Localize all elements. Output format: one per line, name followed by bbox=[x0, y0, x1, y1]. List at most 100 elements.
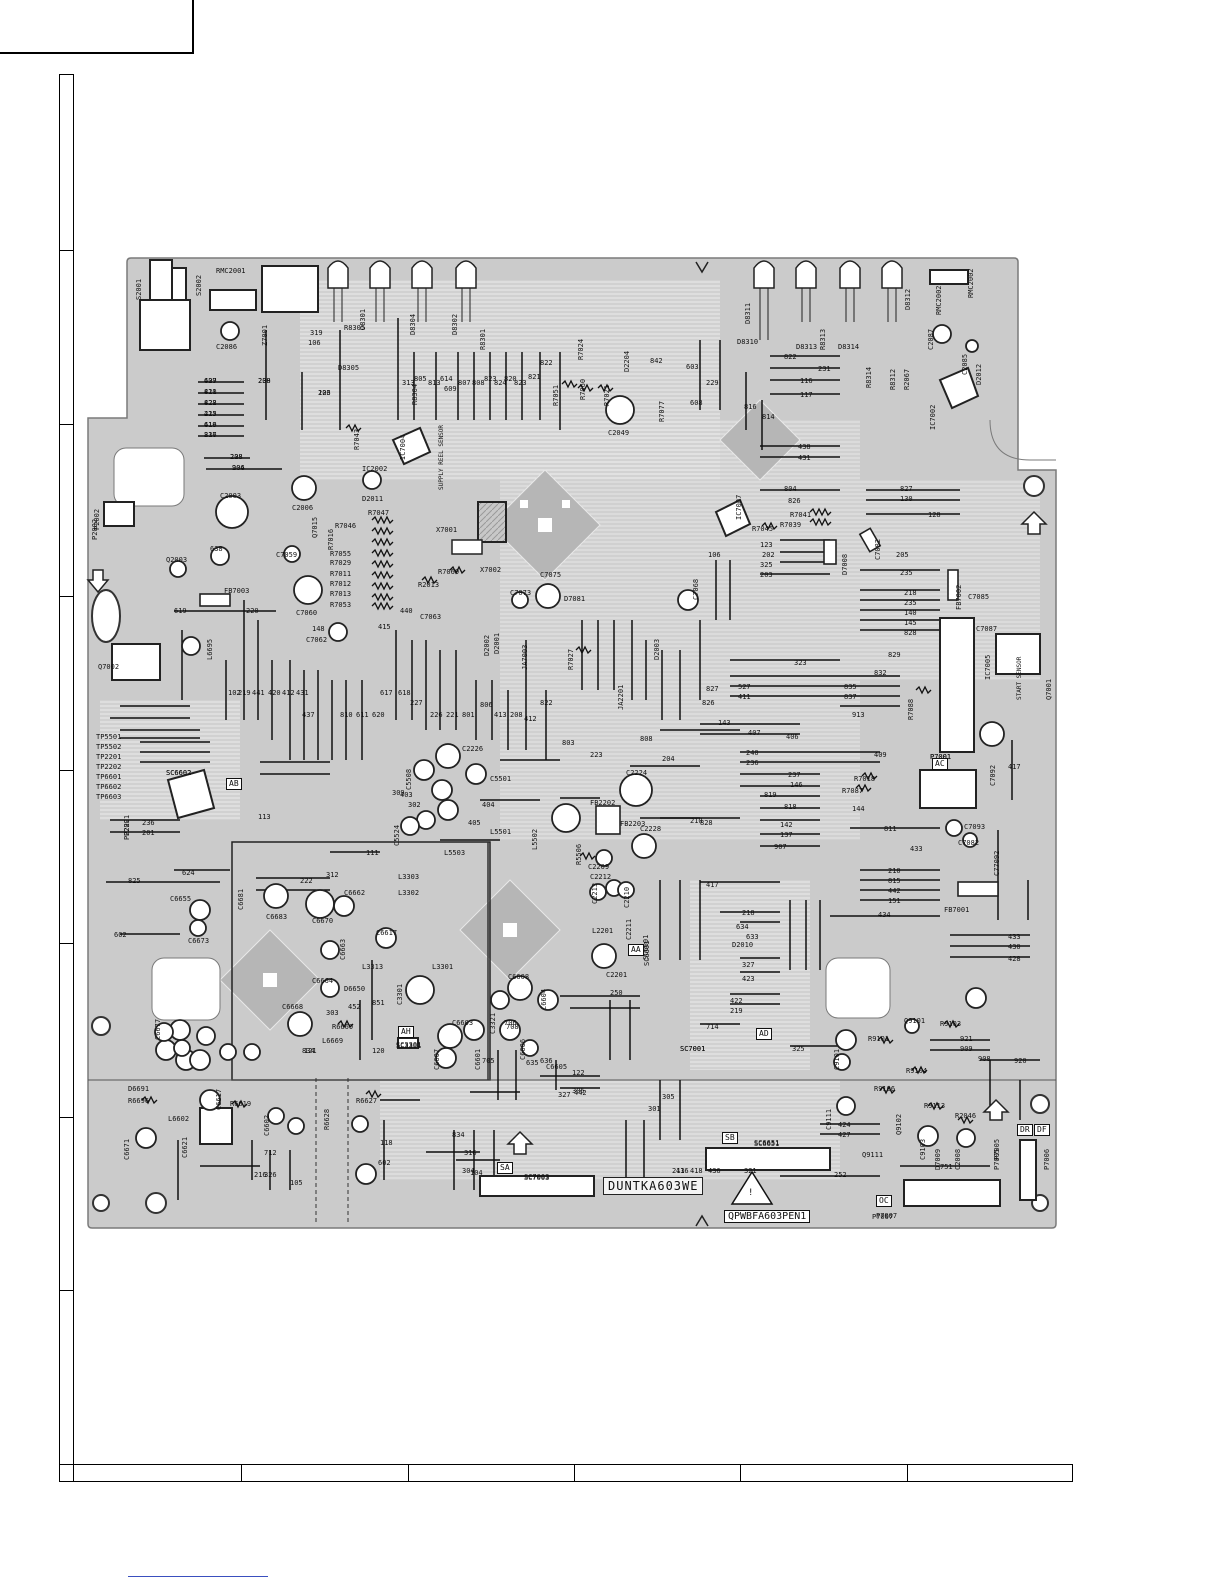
cut-line bbox=[315, 1078, 349, 1224]
component-designator: RMC2002 bbox=[935, 285, 943, 315]
board-notch bbox=[989, 419, 1056, 461]
jumper-number: 202 bbox=[762, 551, 775, 559]
crystal-component bbox=[451, 539, 483, 555]
jumper-number: 616 bbox=[204, 421, 217, 429]
component-designator: R9104 bbox=[906, 1067, 928, 1075]
jumper-number: 430 bbox=[1008, 943, 1021, 951]
jumper-number: 438 bbox=[798, 443, 811, 451]
jumper-number: 137 bbox=[780, 831, 793, 839]
grid-col-tick bbox=[241, 1464, 242, 1482]
component-designator: C7063 bbox=[420, 613, 442, 621]
component-designator: C7075 bbox=[540, 571, 562, 579]
component-designator: R2046 bbox=[955, 1112, 977, 1120]
connector-label: P7005 bbox=[993, 1138, 1001, 1160]
unit-label-ad: AD bbox=[756, 1028, 772, 1040]
component-designator: R7027 bbox=[567, 648, 575, 670]
jumper-number: 304 bbox=[462, 1167, 475, 1175]
jumper-number: 705 bbox=[482, 1057, 495, 1065]
jumper-number: 419 bbox=[204, 421, 217, 429]
jumper-number: 618 bbox=[398, 689, 411, 697]
component-designator: D8312 bbox=[904, 288, 912, 310]
jumper-number: 811 bbox=[884, 825, 897, 833]
jumper-number: 822 bbox=[540, 359, 553, 367]
component-designator: C2086 bbox=[216, 343, 238, 351]
component-designator: C7087 bbox=[976, 625, 998, 633]
jumper-number: 106 bbox=[308, 339, 321, 347]
jumper-number: 319 bbox=[310, 329, 323, 337]
jumper-number: 442 bbox=[574, 1089, 587, 1097]
jumper-wires-vertical bbox=[177, 318, 1029, 1200]
unit-label-oc: OC bbox=[876, 1195, 892, 1207]
component-designator: D8313 bbox=[796, 343, 818, 351]
component-designator: C2226 bbox=[462, 745, 484, 753]
component-designator: L3303 bbox=[398, 873, 420, 881]
cutout bbox=[113, 447, 185, 507]
trace-region bbox=[100, 700, 240, 820]
component-designator: P7001 bbox=[930, 753, 952, 761]
component-designator: R6627 bbox=[356, 1097, 378, 1105]
jumper-number: 235 bbox=[900, 569, 913, 577]
unit-label-dr: DR bbox=[1017, 1124, 1033, 1136]
grid-row-tick bbox=[59, 1117, 74, 1118]
jumper-number: 325 bbox=[760, 561, 773, 569]
resistor-components bbox=[141, 379, 974, 1125]
jumper-number: 832 bbox=[874, 669, 887, 677]
jumper-number: 118 bbox=[380, 1139, 393, 1147]
component-designator: R7069 bbox=[438, 568, 460, 576]
component-designator: R7045 bbox=[752, 525, 774, 533]
component-designator: D2204 bbox=[623, 350, 631, 372]
jumper-number: 821 bbox=[528, 373, 541, 381]
caution-mark-text: ! bbox=[748, 1188, 754, 1198]
jumper-number: 440 bbox=[400, 607, 413, 615]
jumper-number: 302 bbox=[408, 801, 421, 809]
jumper-number: 825 bbox=[128, 877, 141, 885]
alignment-mark bbox=[695, 261, 709, 274]
component-designator: C7093 bbox=[964, 823, 986, 831]
component-designator: R7047 bbox=[368, 509, 390, 517]
jumper-number: 418 bbox=[690, 1167, 703, 1175]
component-designator: R2013 bbox=[418, 581, 440, 589]
component-designator: Q7015 bbox=[311, 516, 319, 538]
jumper-number: 228 bbox=[230, 453, 243, 461]
grid-col-tick bbox=[574, 1464, 575, 1482]
component-designator: C5508 bbox=[405, 768, 413, 790]
jumper-number: 415 bbox=[378, 623, 391, 631]
connector-label: P2002 bbox=[93, 508, 101, 530]
jumper-number: 146 bbox=[790, 781, 803, 789]
component-designator: Q7002 bbox=[98, 663, 120, 671]
component-designator: C6617 bbox=[376, 929, 398, 937]
jumper-number: 219 bbox=[238, 689, 251, 697]
component-designator: C77092 bbox=[993, 850, 1001, 876]
jumper-number: 603 bbox=[686, 363, 699, 371]
component-designator: TP2202 bbox=[96, 763, 122, 771]
jumper-number: 208 bbox=[258, 377, 271, 385]
jumper-number: 116 bbox=[800, 377, 813, 385]
component-designator: D7081 bbox=[564, 595, 586, 603]
jumper-number: 805 bbox=[414, 375, 427, 383]
jumper-number: 828 bbox=[700, 819, 713, 827]
grid-col-tick bbox=[907, 1464, 908, 1482]
jumper-number: 250 bbox=[610, 989, 623, 997]
jumper-number: 413 bbox=[494, 711, 507, 719]
jumper-number: 215 bbox=[204, 410, 217, 418]
jumper-number: 407 bbox=[748, 729, 761, 737]
jumper-number: 819 bbox=[764, 791, 777, 799]
jumper-number: 714 bbox=[706, 1023, 719, 1031]
jumper-number: 816 bbox=[744, 403, 757, 411]
component-designator: Z7001 bbox=[261, 324, 269, 346]
jumper-number: 230 bbox=[258, 377, 271, 385]
grid-row-tick bbox=[59, 943, 74, 944]
component-designator: Q9102 bbox=[895, 1113, 903, 1135]
component-designator: SC6602 bbox=[166, 769, 192, 777]
jumper-number: 851 bbox=[372, 999, 385, 1007]
jumper-number: 624 bbox=[182, 869, 195, 877]
jumper-number: 834 bbox=[452, 1131, 465, 1139]
unit-label-aa: AA bbox=[628, 944, 644, 956]
jumper-number: 221 bbox=[446, 711, 459, 719]
footer-link-underline bbox=[128, 1576, 268, 1577]
jumper-number: 111 bbox=[366, 849, 379, 857]
jumper-number: 636 bbox=[540, 1057, 553, 1065]
component-designator: R9113 bbox=[924, 1102, 946, 1110]
jumper-number: 412 bbox=[282, 689, 295, 697]
connector-label: SC3301 bbox=[396, 1041, 422, 1049]
